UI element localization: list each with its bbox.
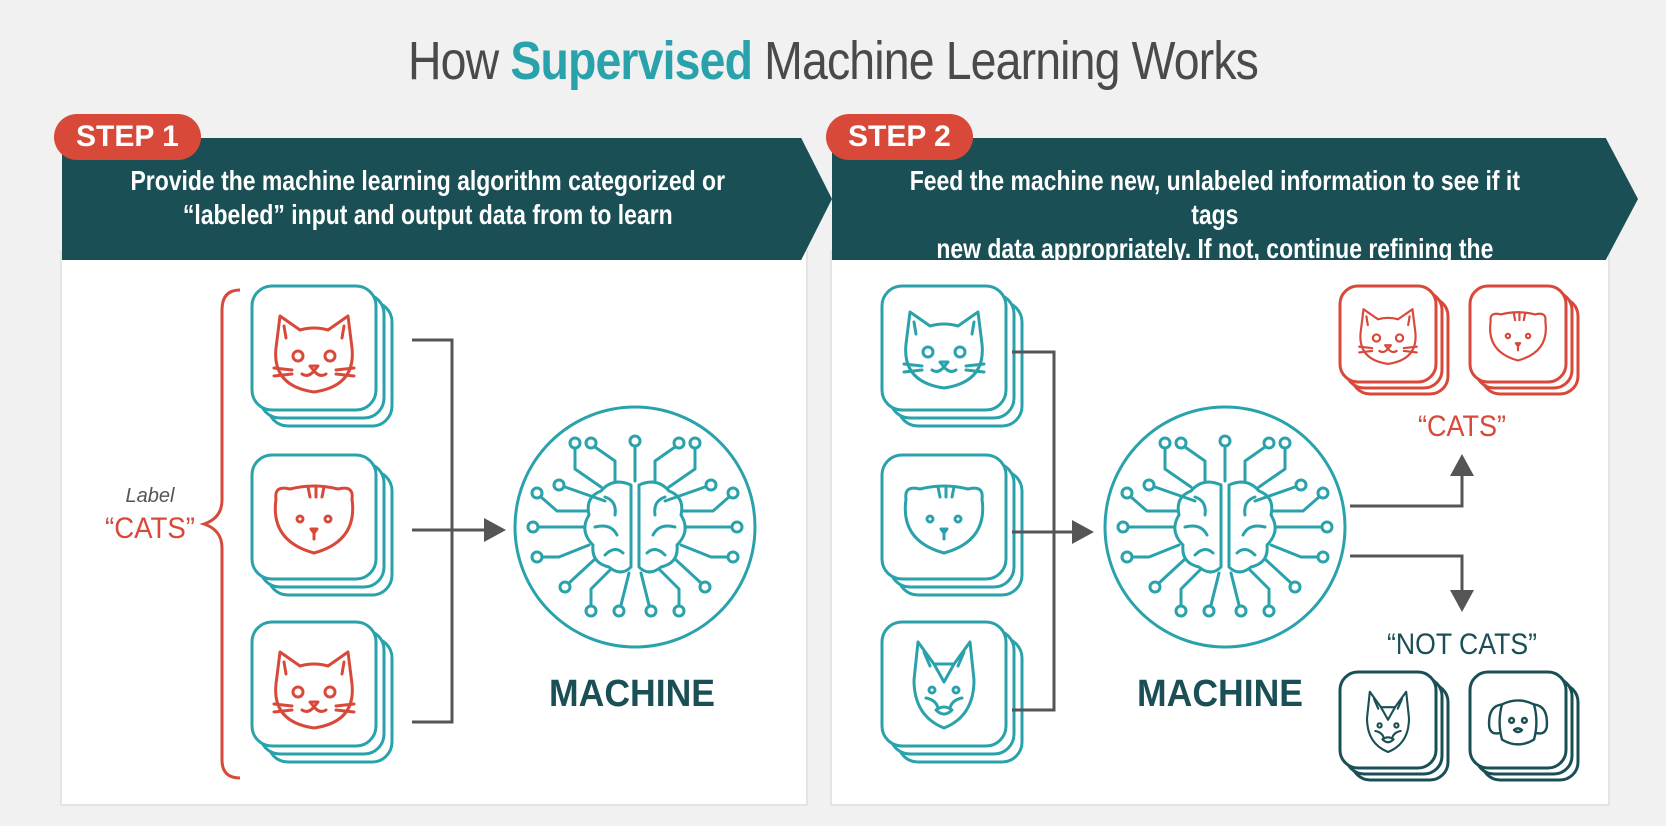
- step1-line1: Provide the machine learning algorithm c…: [130, 165, 726, 196]
- label-brace: [199, 288, 241, 780]
- title-highlight: Supervised: [510, 31, 753, 91]
- arrow-up-icon: [1450, 454, 1474, 476]
- step1-panel: [62, 252, 806, 804]
- step2-machine-label: MACHINE: [1137, 673, 1303, 715]
- cats-output-label: “CATS”: [1418, 410, 1506, 443]
- step1-connectors: [412, 338, 488, 724]
- step2-connectors: [1012, 350, 1464, 712]
- step1-badge: STEP 1: [54, 114, 201, 160]
- not-cats-output-card-2: [1468, 670, 1580, 782]
- not-cats-output-label: “NOT CATS”: [1387, 628, 1537, 661]
- step2-line2: new data appropriately. If not, continue…: [936, 233, 1494, 264]
- step2-description: Feed the machine new, unlabeled informat…: [901, 164, 1529, 264]
- brain-circuit-icon: [1103, 405, 1347, 649]
- page-title: How Supervised Machine Learning Works: [117, 30, 1550, 92]
- step1-machine-label: MACHINE: [549, 673, 715, 715]
- new-input-card-2: [880, 453, 1024, 597]
- input-card-1: [250, 284, 394, 428]
- label-cats: “CATS”: [105, 512, 195, 545]
- label-word: Label: [126, 485, 175, 507]
- step1-description: Provide the machine learning algorithm c…: [128, 164, 728, 232]
- step1-line2: “labeled” input and output data from to …: [182, 199, 673, 230]
- arrow-icon: [484, 518, 506, 542]
- cats-output-card-2: [1468, 284, 1580, 396]
- arrow-down-icon: [1450, 590, 1474, 612]
- not-cats-output-card-1: [1338, 670, 1450, 782]
- brain-circuit-icon: [513, 405, 757, 649]
- new-input-card-3: [880, 620, 1024, 764]
- title-prefix: How: [407, 31, 499, 91]
- arrow-icon: [1072, 520, 1094, 544]
- step2-banner: Feed the machine new, unlabeled informat…: [832, 138, 1638, 260]
- cats-output-card-1: [1338, 284, 1450, 396]
- input-card-2: [250, 453, 394, 597]
- title-suffix: Machine Learning Works: [764, 31, 1259, 91]
- input-card-3: [250, 620, 394, 764]
- new-input-card-1: [880, 284, 1024, 428]
- step2-line1: Feed the machine new, unlabeled informat…: [909, 165, 1520, 230]
- step2-badge: STEP 2: [826, 114, 973, 160]
- step1-banner: Provide the machine learning algorithm c…: [62, 138, 832, 260]
